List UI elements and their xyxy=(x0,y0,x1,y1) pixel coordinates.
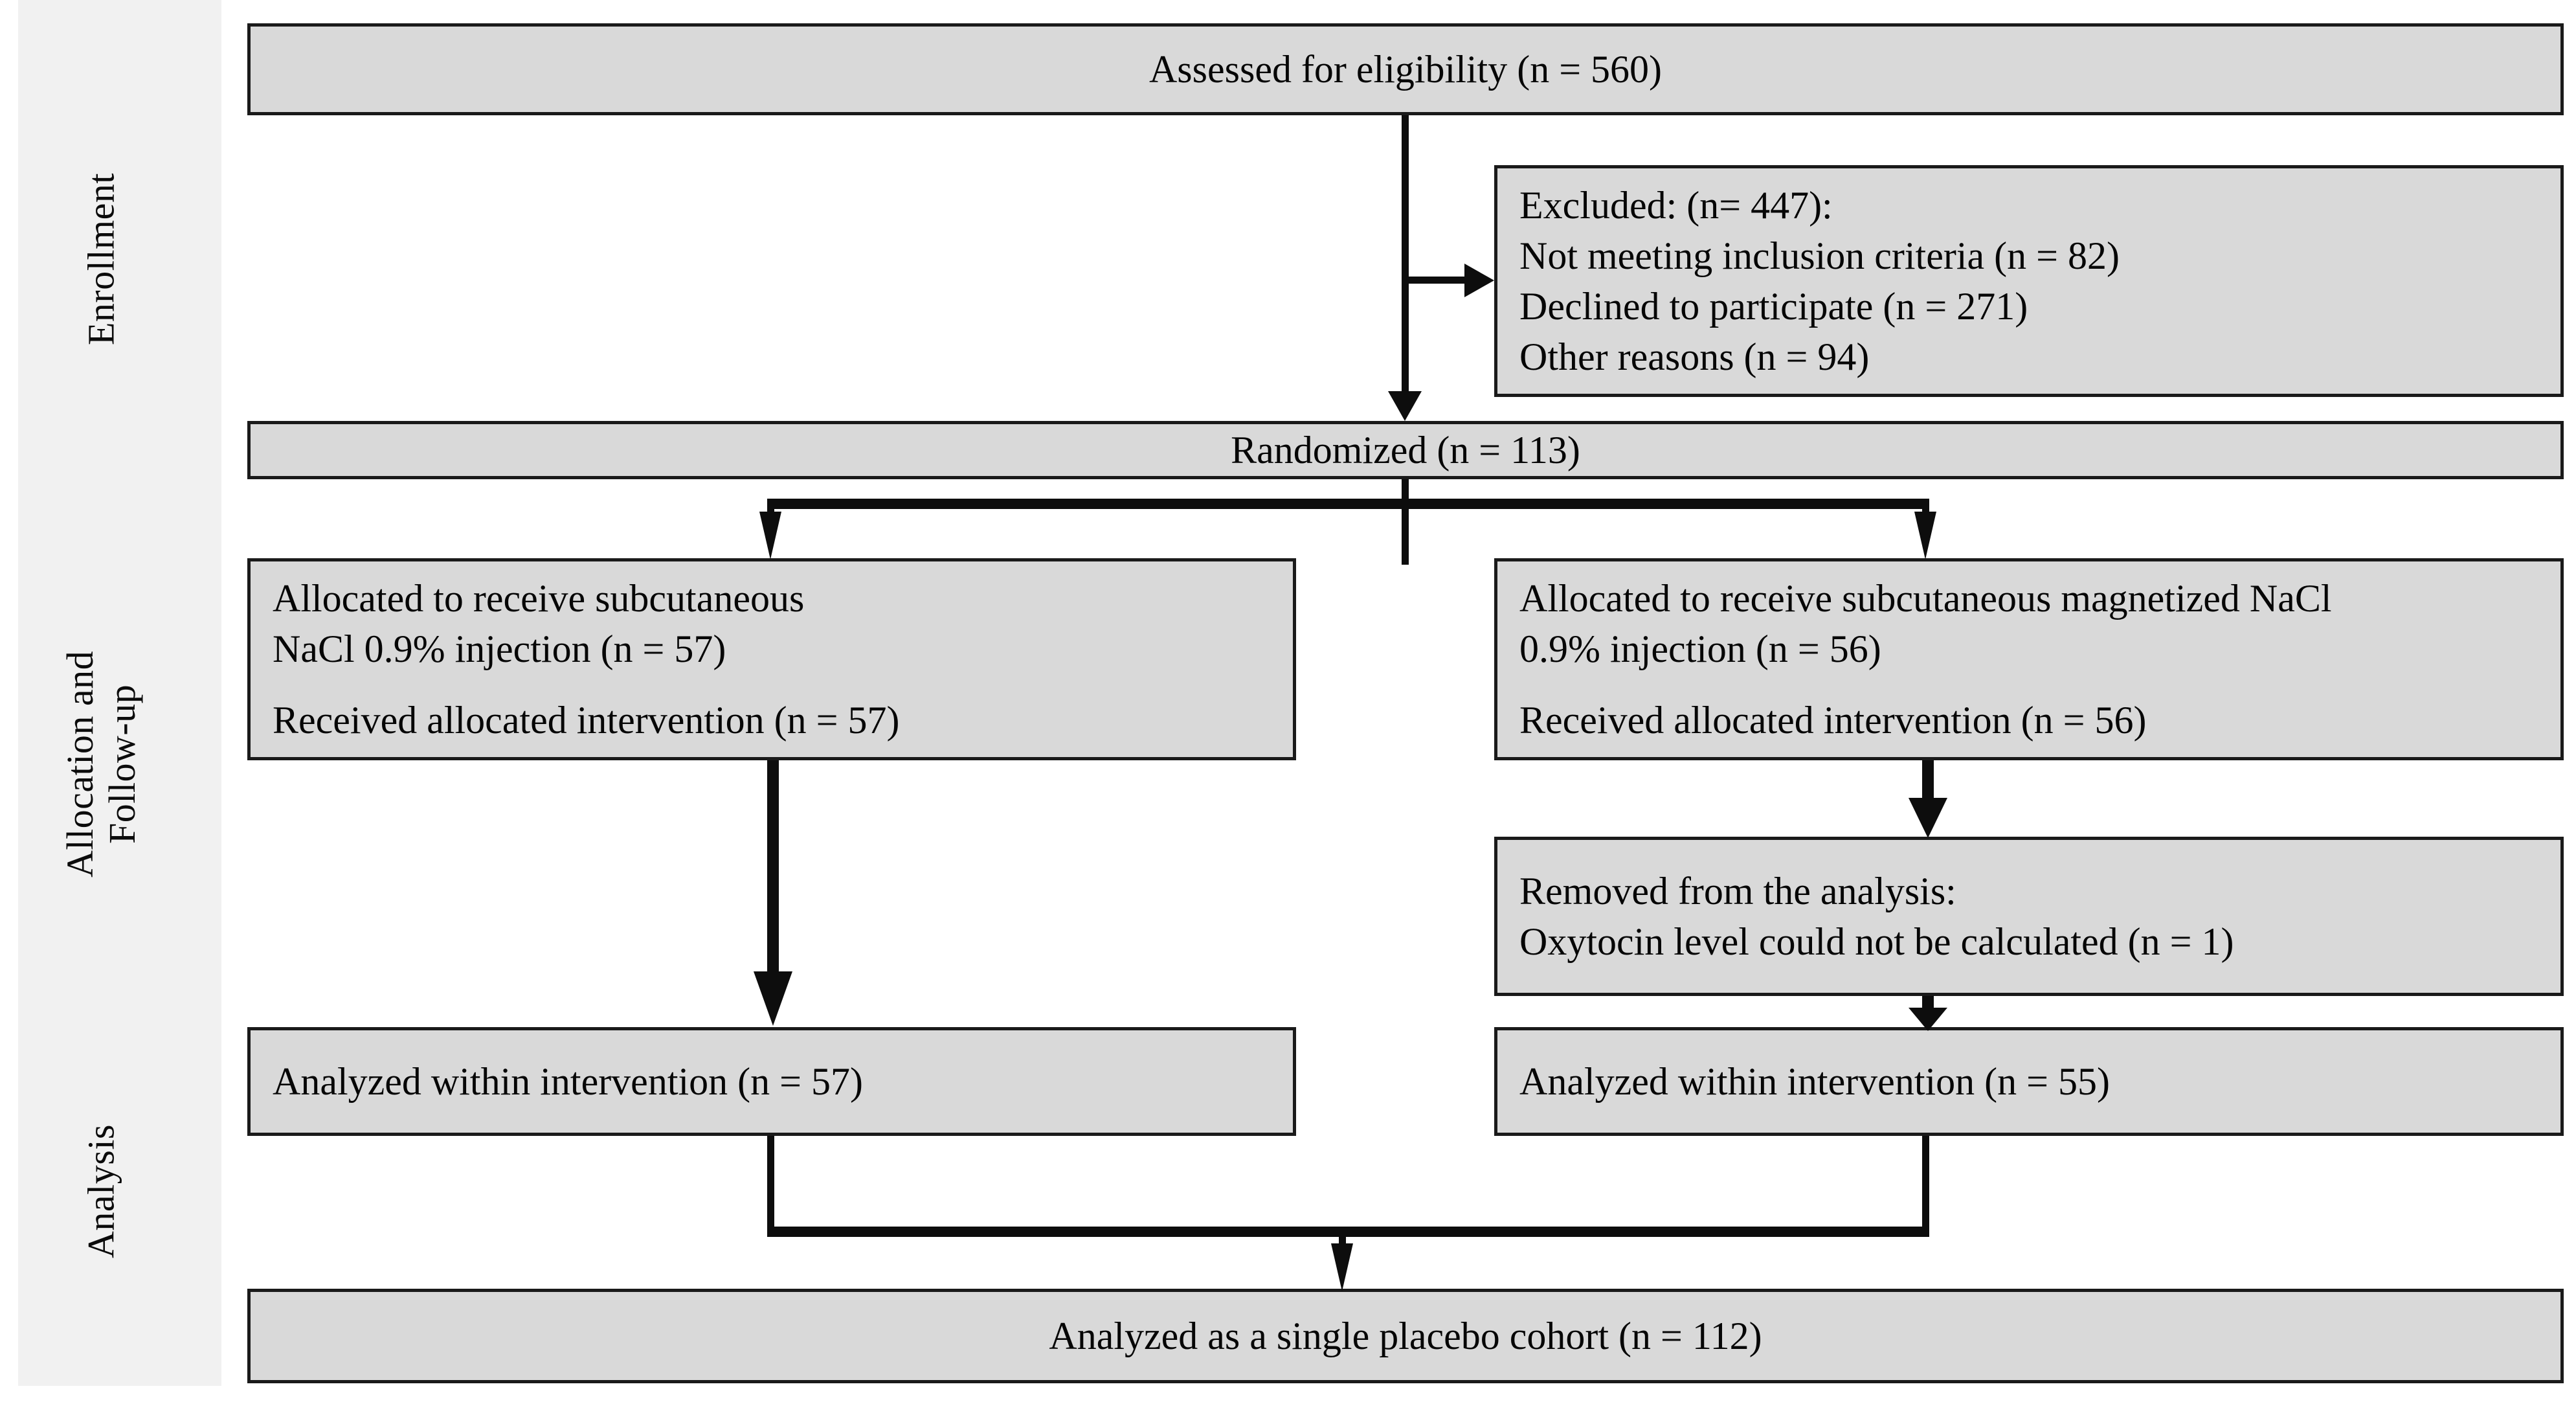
node-analyzed-magnetized: Analyzed within intervention (n = 55) xyxy=(1494,1027,2564,1136)
connector-analyzed-magnetized-down xyxy=(1922,1136,1929,1236)
stage-label-allocation-followup: Allocation and Follow-up xyxy=(59,650,143,878)
node-analyzed-control-line-1: Analyzed within intervention (n = 57) xyxy=(273,1060,863,1103)
arrow-merge-to-total-head xyxy=(1331,1243,1353,1291)
stage-label-analysis: Analysis xyxy=(80,1124,122,1259)
node-removed-line-2: Oxytocin level could not be calculated (… xyxy=(1519,920,2234,963)
arrow-assessed-to-randomized-head xyxy=(1388,391,1422,421)
connector-randomized-split-bar xyxy=(767,499,1929,509)
connector-trunk-to-excluded xyxy=(1405,277,1464,284)
node-randomized: Randomized (n = 113) xyxy=(247,421,2564,479)
arrow-trunk-to-excluded-head xyxy=(1464,264,1494,297)
arrow-split-right-head xyxy=(1914,512,1936,560)
stage-label-band xyxy=(18,0,221,1386)
arrow-allocated-to-analyzed-control-head xyxy=(754,971,792,1026)
node-excluded-line-4: Other reasons (n = 94) xyxy=(1519,335,1870,378)
node-analyzed-single-cohort: Analyzed as a single placebo cohort (n =… xyxy=(247,1289,2564,1383)
node-analyzed-control: Analyzed within intervention (n = 57) xyxy=(247,1027,1296,1136)
arrow-removed-to-analyzed-magnetized-head xyxy=(1909,1008,1947,1031)
node-allocated-control: Allocated to receive subcutaneous NaCl 0… xyxy=(247,558,1296,760)
node-analyzed-total-line-1: Analyzed as a single placebo cohort (n =… xyxy=(1049,1315,1762,1357)
arrow-split-left-head xyxy=(759,512,781,560)
connector-randomized-stem xyxy=(1402,479,1409,565)
node-allocated-control-line-4: Received allocated intervention (n = 57) xyxy=(273,699,900,742)
node-excluded: Excluded: (n= 447): Not meeting inclusio… xyxy=(1494,165,2564,397)
node-allocated-control-line-1: Allocated to receive subcutaneous xyxy=(273,577,805,620)
node-assessed-line-1: Assessed for eligibility (n = 560) xyxy=(1148,48,1663,91)
node-allocated-magnetized-gap xyxy=(1519,674,2544,695)
node-assessed-for-eligibility: Assessed for eligibility (n = 560) xyxy=(247,23,2564,115)
node-allocated-magnetized-line-4: Received allocated intervention (n = 56) xyxy=(1519,699,2147,742)
connector-removed-to-analyzed-magnetized xyxy=(1922,996,1934,1010)
node-removed-from-analysis: Removed from the analysis: Oxytocin leve… xyxy=(1494,837,2564,996)
node-excluded-line-3: Declined to participate (n = 271) xyxy=(1519,285,2028,328)
connector-analyzed-control-down xyxy=(767,1136,774,1236)
arrow-allocated-to-removed-head xyxy=(1909,798,1947,838)
node-allocated-control-line-2: NaCl 0.9% injection (n = 57) xyxy=(273,628,726,670)
node-randomized-line-1: Randomized (n = 113) xyxy=(1231,429,1580,471)
connector-allocated-to-removed xyxy=(1922,760,1934,800)
connector-merge-bar xyxy=(767,1227,1929,1237)
node-excluded-line-1: Excluded: (n= 447): xyxy=(1519,184,1833,227)
node-analyzed-magnetized-line-1: Analyzed within intervention (n = 55) xyxy=(1519,1060,2110,1103)
connector-assessed-to-randomized xyxy=(1402,115,1409,394)
node-allocated-control-gap xyxy=(273,674,1276,695)
node-excluded-line-2: Not meeting inclusion criteria (n = 82) xyxy=(1519,234,2120,277)
stage-label-enrollment: Enrollment xyxy=(80,173,122,345)
connector-allocated-to-analyzed-control xyxy=(767,760,779,974)
node-allocated-magnetized-line-2: 0.9% injection (n = 56) xyxy=(1519,628,1881,670)
node-allocated-magnetized-line-1: Allocated to receive subcutaneous magnet… xyxy=(1519,577,2332,620)
node-removed-line-1: Removed from the analysis: xyxy=(1519,870,1956,912)
node-allocated-magnetized: Allocated to receive subcutaneous magnet… xyxy=(1494,558,2564,760)
